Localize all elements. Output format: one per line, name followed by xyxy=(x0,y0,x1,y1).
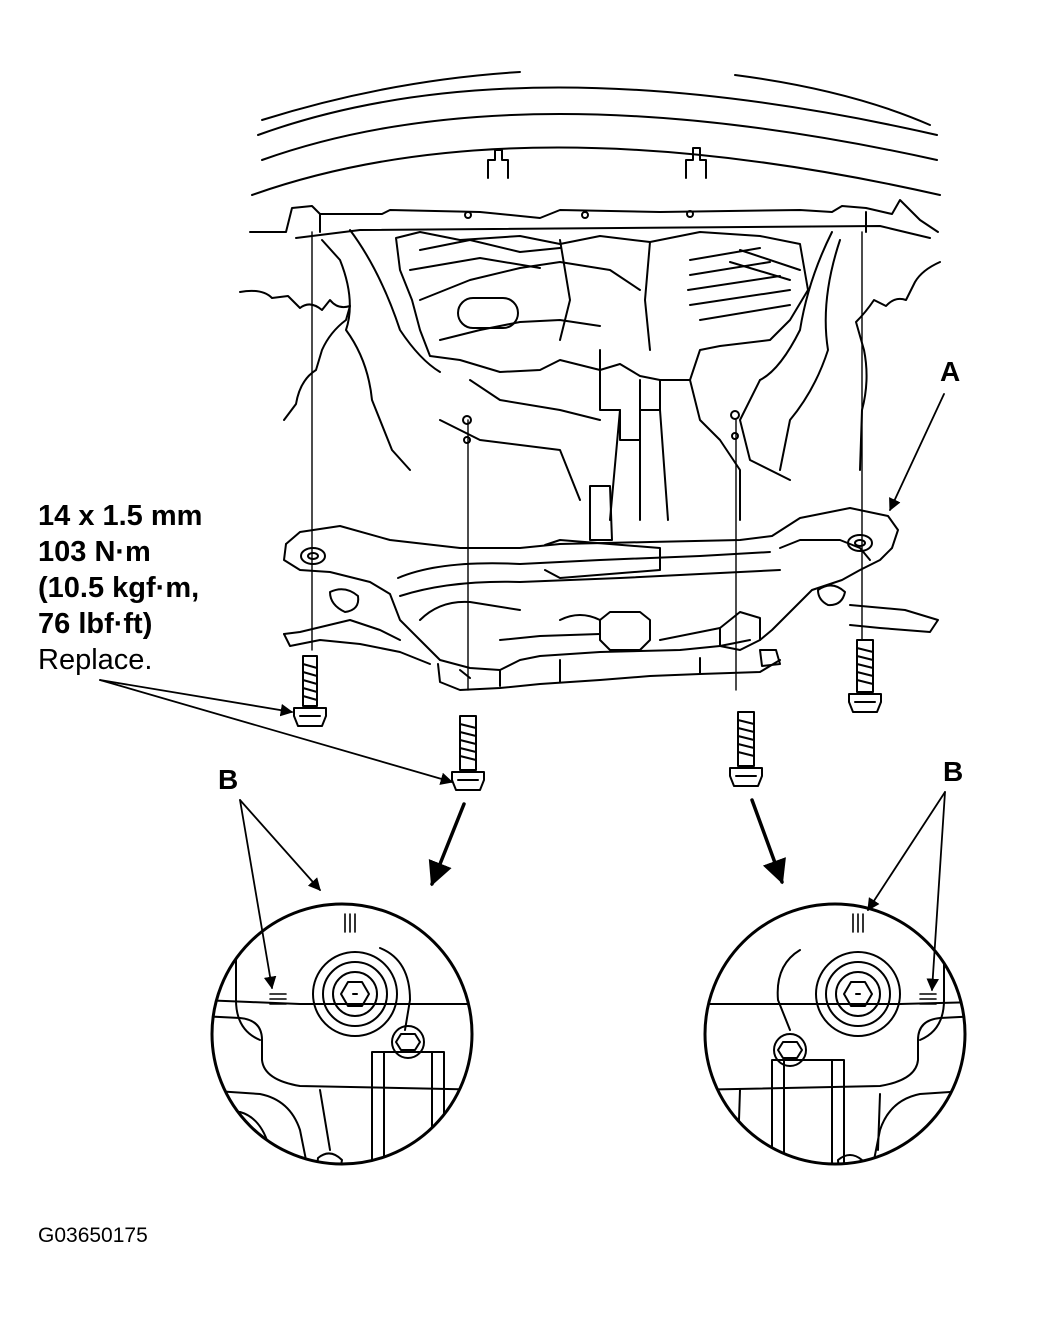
bolt-size: 14 x 1.5 mm xyxy=(38,500,203,532)
figure-id: G03650175 xyxy=(38,1224,148,1247)
front-subframe xyxy=(283,507,939,691)
body-tabs xyxy=(487,147,707,179)
bolt-replace-note: Replace. xyxy=(38,644,153,676)
bolt-center-right xyxy=(729,711,763,787)
detail-circle-left xyxy=(210,902,474,1166)
callout-a: A xyxy=(940,356,961,387)
bolt-torque-nm: 103 N·m xyxy=(38,536,151,568)
callout-b-leaders-left xyxy=(239,799,321,990)
callout-a-leader xyxy=(889,393,945,512)
callout-b-left: B xyxy=(218,764,239,795)
detail-arrows xyxy=(428,798,786,887)
bolt-torque-lbfft: 76 lbf·ft) xyxy=(38,608,153,640)
bolt-left-outer xyxy=(293,655,327,727)
callout-b-right: B xyxy=(943,756,964,787)
bolt-spec-label: 14 x 1.5 mm 103 N·m (10.5 kgf·m, 76 lbf·… xyxy=(38,498,202,678)
body-arch xyxy=(251,71,941,196)
bolt-torque-kgfm: (10.5 kgf·m, xyxy=(38,572,200,604)
alignment-lines xyxy=(311,231,863,691)
callout-b-leaders-right xyxy=(867,791,946,992)
detail-circle-right xyxy=(703,902,967,1166)
underbody-rail xyxy=(249,199,939,239)
side-structure xyxy=(239,229,941,471)
engine-oil-pan xyxy=(395,231,809,579)
bolt-center-left xyxy=(451,715,485,791)
bolt-right-outer xyxy=(848,639,882,713)
spec-leaders xyxy=(99,679,454,785)
